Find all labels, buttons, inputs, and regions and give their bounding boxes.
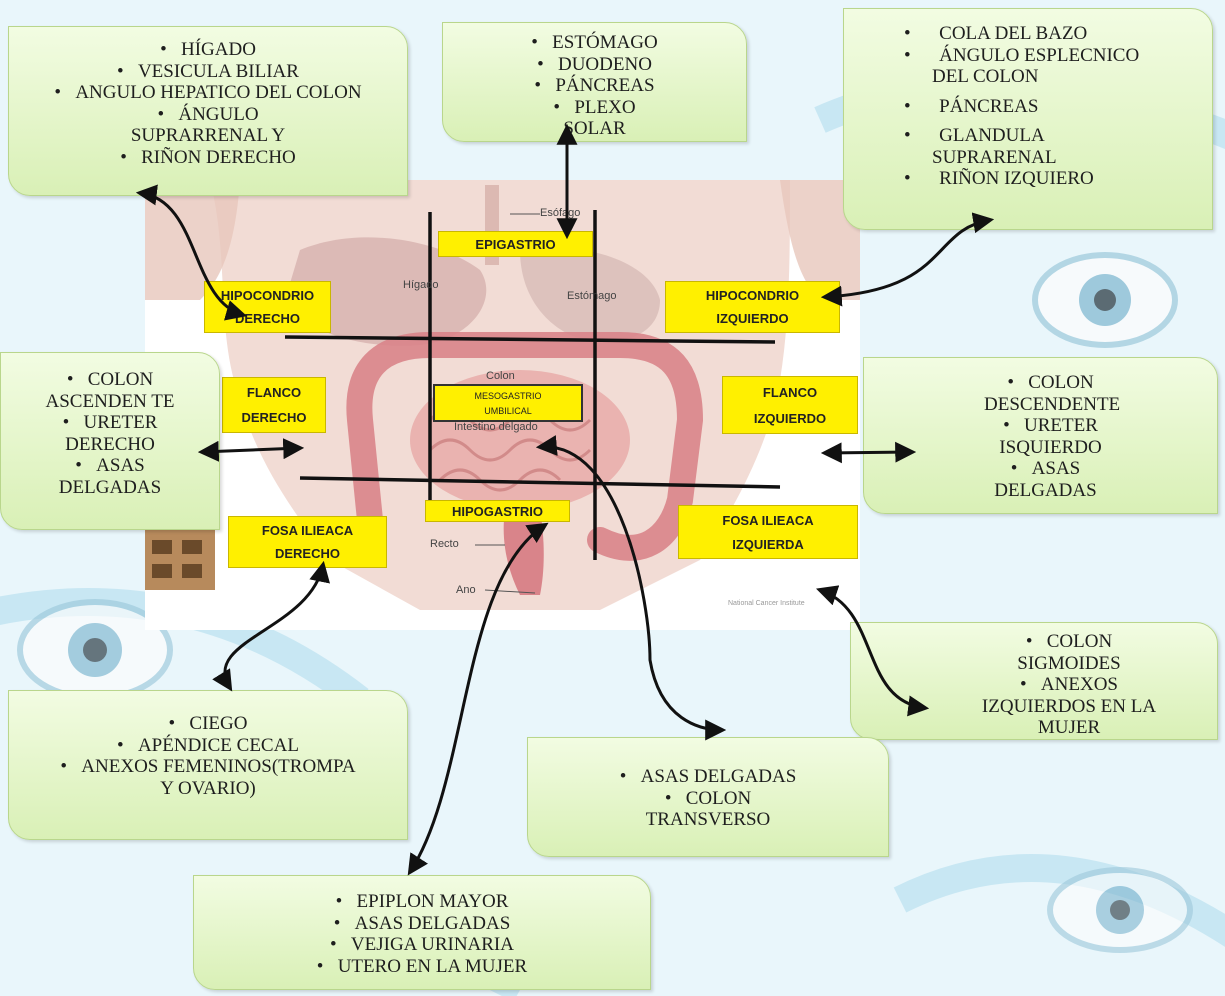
note-item: ASAS DELGADAS xyxy=(874,458,1207,501)
anus-label: Ano xyxy=(456,584,476,596)
region-hipocondrio-derecho: HIPOCONDRIO DERECHO xyxy=(204,281,331,333)
region-label-line: UMBILICAL xyxy=(437,406,579,416)
note-item: RIÑON DERECHO xyxy=(9,147,407,169)
region-label-line: IZQUIERDA xyxy=(681,537,855,552)
note-flanco-izquierdo: COLON DESCENDENTE URETER ISQUIERDO ASAS … xyxy=(863,357,1218,514)
note-item: HÍGADO xyxy=(9,39,407,61)
note-item: PÁNCREAS xyxy=(443,75,746,97)
stomach-label: Estómago xyxy=(567,290,617,302)
note-item: COLA DEL BAZO xyxy=(904,23,1192,45)
note-item: ANGULO HEPATICO DEL COLON xyxy=(9,82,407,104)
note-item: URETER DERECHO xyxy=(11,412,209,455)
note-item: ESTÓMAGO xyxy=(443,32,746,54)
region-label-line: IZQUIERDO xyxy=(725,411,855,426)
note-mesogastrio: ASAS DELGADAS COLON TRANSVERSO xyxy=(527,737,889,857)
region-label-line: MESOGASTRIO xyxy=(437,391,579,401)
note-item: CIEGO xyxy=(39,713,377,735)
note-item: ANEXOS FEMENINOS(TROMPA Y OVARIO) xyxy=(39,756,377,799)
region-label-line: DERECHO xyxy=(225,410,323,425)
note-item: ASAS DELGADAS xyxy=(558,766,858,788)
note-item: APÉNDICE CECAL xyxy=(39,735,377,757)
region-label-line: FLANCO xyxy=(225,385,323,400)
note-item: VEJIGA URINARIA xyxy=(204,934,640,956)
note-item: RIÑON IZQUIERO xyxy=(904,168,1192,190)
note-item: URETER ISQUIERDO xyxy=(874,415,1207,458)
note-item: ÁNGULO ESPLECNICO DEL COLON xyxy=(904,45,1192,88)
inset-image xyxy=(145,530,215,590)
region-flanco-derecho: FLANCO DERECHO xyxy=(222,377,326,433)
region-fosa-iliaca-derecha: FOSA ILIEACA DERECHO xyxy=(228,516,387,568)
region-label-line: EPIGASTRIO xyxy=(441,237,590,252)
esophagus-label: Esófago xyxy=(540,207,580,219)
note-item: ÁNGULO SUPRARRENAL Y xyxy=(9,104,407,147)
region-label-line: FOSA ILIEACA xyxy=(231,523,384,538)
note-item: COLON TRANSVERSO xyxy=(558,788,858,831)
region-label-line: IZQUIERDO xyxy=(668,311,837,326)
rectum-label: Recto xyxy=(430,538,459,550)
region-label-line: DERECHO xyxy=(231,546,384,561)
region-label-line: HIPOCONDRIO xyxy=(207,288,328,303)
note-item: PÁNCREAS xyxy=(904,96,1192,118)
note-item: DUODENO xyxy=(443,54,746,76)
image-credit: National Cancer Institute xyxy=(728,600,805,607)
region-hipogastrio: HIPOGASTRIO xyxy=(425,500,570,522)
note-item: ASAS DELGADAS xyxy=(204,913,640,935)
note-hipocondrio-izquierdo: COLA DEL BAZO ÁNGULO ESPLECNICO DEL COLO… xyxy=(843,8,1213,230)
note-item: COLON SIGMOIDES xyxy=(931,631,1207,674)
region-mesogastrio: MESOGASTRIO UMBILICAL xyxy=(433,384,583,422)
region-fosa-iliaca-izquierda: FOSA ILIEACA IZQUIERDA xyxy=(678,505,858,559)
note-item: COLON DESCENDENTE xyxy=(874,372,1207,415)
liver-label: Hígado xyxy=(403,279,438,291)
note-hipocondrio-derecho: HÍGADO VESICULA BILIAR ANGULO HEPATICO D… xyxy=(8,26,408,196)
note-item: EPIPLON MAYOR xyxy=(204,891,640,913)
region-label-line: FOSA ILIEACA xyxy=(681,513,855,528)
colon-label: Colon xyxy=(486,370,515,382)
region-label-line: HIPOCONDRIO xyxy=(668,288,837,303)
region-flanco-izquierdo: FLANCO IZQUIERDO xyxy=(722,376,858,434)
note-item: UTERO EN LA MUJER xyxy=(204,956,640,978)
region-label-line: HIPOGASTRIO xyxy=(428,504,567,519)
note-hipogastrio: EPIPLON MAYOR ASAS DELGADAS VEJIGA URINA… xyxy=(193,875,651,990)
region-hipocondrio-izquierdo: HIPOCONDRIO IZQUIERDO xyxy=(665,281,840,333)
note-item: COLON ASCENDEN TE xyxy=(11,369,209,412)
note-item: GLANDULA SUPRARENAL xyxy=(904,125,1192,168)
note-flanco-derecho: COLON ASCENDEN TE URETER DERECHO ASAS DE… xyxy=(0,352,220,530)
note-fosa-iliaca-izquierda: COLON SIGMOIDES ANEXOS IZQUIERDOS EN LA … xyxy=(850,622,1218,740)
note-item: ANEXOS IZQUIERDOS EN LA MUJER xyxy=(931,674,1207,739)
small-intestine-label: Intestino delgado xyxy=(454,421,538,433)
note-epigastrio: ESTÓMAGO DUODENO PÁNCREAS PLEXO SOLAR xyxy=(442,22,747,142)
region-epigastrio: EPIGASTRIO xyxy=(438,231,593,257)
region-label-line: FLANCO xyxy=(725,385,855,400)
note-item: VESICULA BILIAR xyxy=(9,61,407,83)
note-item: ASAS DELGADAS xyxy=(11,455,209,498)
note-fosa-iliaca-derecha: CIEGO APÉNDICE CECAL ANEXOS FEMENINOS(TR… xyxy=(8,690,408,840)
note-item: PLEXO SOLAR xyxy=(443,97,746,140)
region-label-line: DERECHO xyxy=(207,311,328,326)
